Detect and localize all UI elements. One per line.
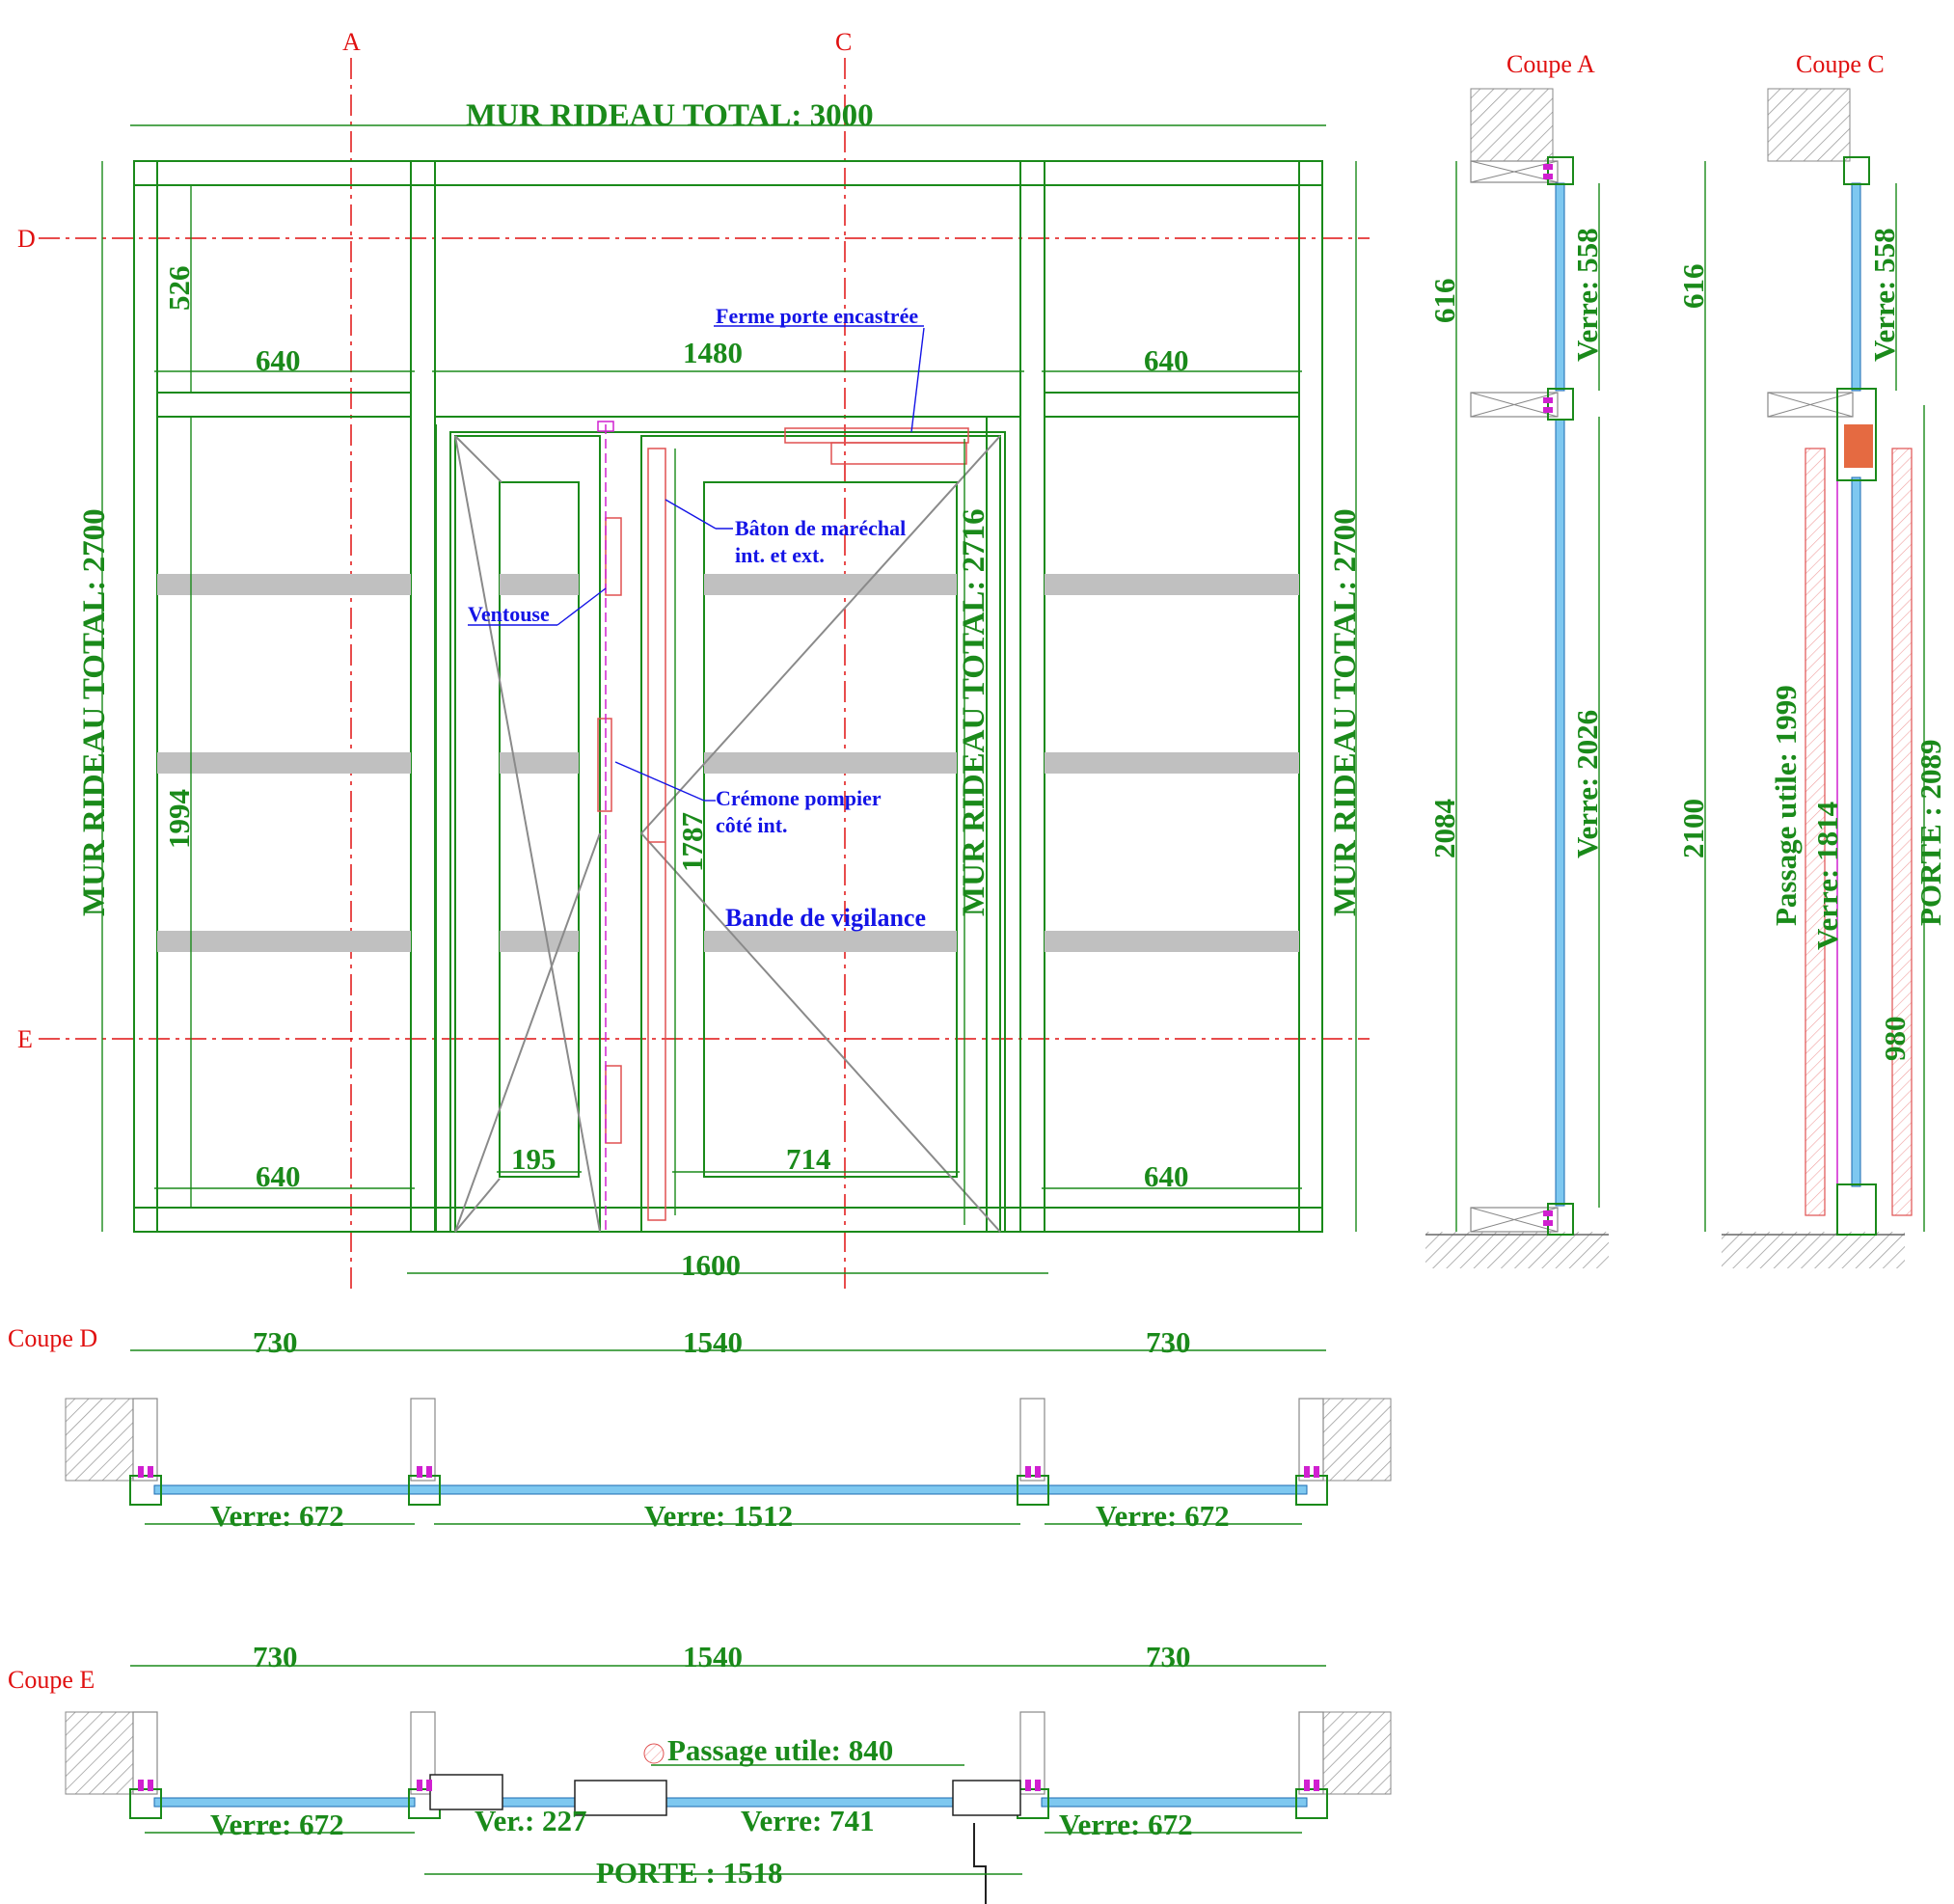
door-total-height: MUR RIDEAU TOTAL: 2716 xyxy=(957,508,991,916)
coupe-e-verre-741: Verre: 741 xyxy=(741,1804,875,1837)
vigilance-bands xyxy=(157,574,1299,952)
note-baton-2: int. et ext. xyxy=(735,543,825,567)
opening-diagonals xyxy=(454,435,1001,1233)
note-ventouse: Ventouse xyxy=(468,602,550,626)
coupe-a-section: Coupe A 616 Verre: 558 xyxy=(1425,50,1609,1268)
coupe-d-verre-mid: Verre: 1512 xyxy=(644,1499,793,1533)
note-cremone-1: Crémone pompier xyxy=(716,786,882,810)
coupe-c-section: Coupe C 616 Verre: 558 2100 Passage util… xyxy=(1676,50,1947,1268)
coupe-d-dim-mid: 1540 xyxy=(683,1325,743,1359)
dim-640-top-left: 640 xyxy=(256,343,301,377)
coupe-d-section: Coupe D 730 1540 730 xyxy=(8,1324,1392,1533)
coupe-e-title: Coupe E xyxy=(8,1666,95,1694)
coupe-a-verre-558: Verre: 558 xyxy=(1570,228,1604,362)
coupe-a-dim-616: 616 xyxy=(1427,279,1461,324)
coupe-c-dim-2100: 2100 xyxy=(1676,799,1710,858)
dim-526: 526 xyxy=(162,266,196,312)
dimension-lines xyxy=(101,124,1357,1274)
coupe-c-dim-616: 616 xyxy=(1676,264,1710,310)
coupe-e-verre-left: Verre: 672 xyxy=(210,1808,344,1841)
coupe-a-verre-2026: Verre: 2026 xyxy=(1570,710,1604,858)
coupe-e-dim-right: 730 xyxy=(1146,1640,1191,1673)
coupe-e-dim-mid: 1540 xyxy=(683,1640,743,1673)
dim-195: 195 xyxy=(511,1142,556,1176)
dim-1480: 1480 xyxy=(683,336,743,369)
left-total-height: MUR RIDEAU TOTAL: 2700 xyxy=(77,508,112,916)
coupe-e-ver-227: Ver.: 227 xyxy=(475,1804,587,1837)
axis-label-a: A xyxy=(342,28,361,56)
coupe-d-dim-right: 730 xyxy=(1146,1325,1191,1359)
note-bande-vigilance: Bande de vigilance xyxy=(725,904,926,932)
right-total-height: MUR RIDEAU TOTAL: 2700 xyxy=(1328,508,1363,916)
note-baton-1: Bâton de maréchal xyxy=(735,516,906,540)
coupe-c-passage: Passage utile: 1999 xyxy=(1769,685,1803,926)
outer-frame xyxy=(133,160,1323,1233)
coupe-e-dim-left: 730 xyxy=(253,1640,298,1673)
coupe-a-dim-2084: 2084 xyxy=(1427,799,1461,858)
axis-label-c: C xyxy=(835,28,852,56)
coupe-c-title: Coupe C xyxy=(1796,50,1885,78)
note-ferme-porte: Ferme porte encastrée xyxy=(716,304,918,328)
coupe-d-title: Coupe D xyxy=(8,1324,97,1352)
coupe-d-verre-left: Verre: 672 xyxy=(210,1499,344,1533)
coupe-a-title: Coupe A xyxy=(1506,50,1595,78)
elevation-view: A C D E xyxy=(17,28,1370,1292)
coupe-d-dim-left: 730 xyxy=(253,1325,298,1359)
annotation-leaders xyxy=(468,325,925,802)
door-hardware xyxy=(597,427,969,1221)
note-cremone-2: côté int. xyxy=(716,813,788,837)
dim-640-top-right: 640 xyxy=(1144,343,1189,377)
dim-714: 714 xyxy=(786,1142,831,1176)
axis-lines xyxy=(39,58,1370,1292)
coupe-d-verre-right: Verre: 672 xyxy=(1096,1499,1230,1533)
door-hardware-magenta xyxy=(597,421,614,1235)
coupe-c-verre-558: Verre: 558 xyxy=(1867,228,1901,362)
coupe-e-verre-right: Verre: 672 xyxy=(1059,1808,1193,1841)
axis-label-d: D xyxy=(17,225,36,253)
dim-640-bottom-right: 640 xyxy=(1144,1159,1189,1193)
dim-1600: 1600 xyxy=(681,1248,741,1282)
coupe-e-porte: PORTE : 1518 xyxy=(596,1856,783,1890)
coupe-c-dim-980: 980 xyxy=(1878,1017,1912,1062)
dim-1787: 1787 xyxy=(675,812,709,872)
dim-1994: 1994 xyxy=(162,789,196,849)
title-total-width: MUR RIDEAU TOTAL: 3000 xyxy=(466,98,874,133)
coupe-e-section: Coupe E 730 1540 730 xyxy=(8,1640,1392,1904)
coupe-c-verre-1814: Verre: 1814 xyxy=(1810,802,1844,950)
coupe-c-porte: PORTE : 2089 xyxy=(1913,739,1947,926)
axis-label-e: E xyxy=(17,1025,33,1053)
coupe-e-passage: Passage utile: 840 xyxy=(667,1733,893,1767)
dim-640-bottom-left: 640 xyxy=(256,1159,301,1193)
